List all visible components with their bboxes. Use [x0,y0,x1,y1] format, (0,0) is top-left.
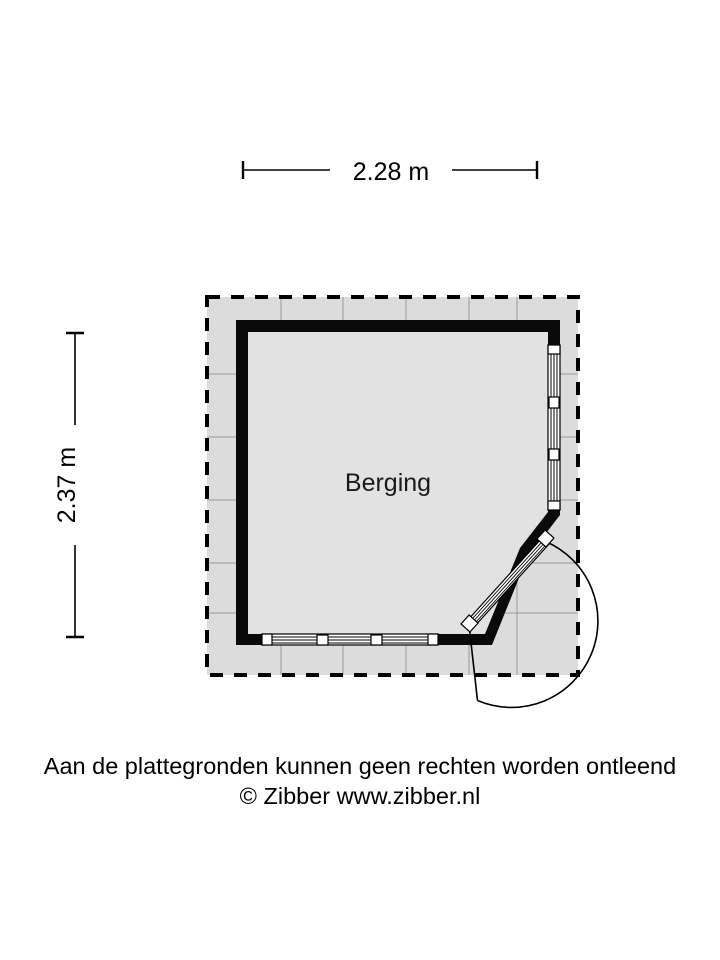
door-leaf [465,537,550,629]
window-right [547,344,561,511]
window-right-mullion-2 [548,448,560,461]
door-swing-arc [477,540,599,709]
door-leaf-line-1 [467,539,545,624]
door-swing-radius [468,624,479,701]
door-hinge-lower [460,614,479,633]
dimension-vertical: 2.37 m [53,331,84,639]
dimension-horizontal: 2.28 m [241,158,539,186]
door-diagonal [460,529,599,709]
plot-dashed-outline [205,295,580,677]
window-bottom-cap-left [261,633,273,646]
door-hinge-upper [536,529,555,548]
door-leaf-line-2 [469,541,546,626]
room-floor [248,332,548,634]
room-label: Berging [345,469,431,497]
caption-line-2: © Zibber www.zibber.nl [240,783,481,809]
dimension-height-label: 2.37 m [53,447,81,523]
door-leaf-line-3 [471,542,548,628]
caption-line-1: Aan de plattegronden kunnen geen rechten… [44,753,676,779]
window-bottom-mullion-2 [370,634,383,646]
window-bottom [261,633,439,646]
window-bottom-cap-right [427,633,439,646]
dimension-width-label: 2.28 m [353,158,429,186]
window-bottom-mullion-1 [316,634,329,646]
window-right-mullion-1 [548,396,560,409]
window-right-cap-top [547,344,561,355]
window-right-cap-bottom [547,500,561,511]
